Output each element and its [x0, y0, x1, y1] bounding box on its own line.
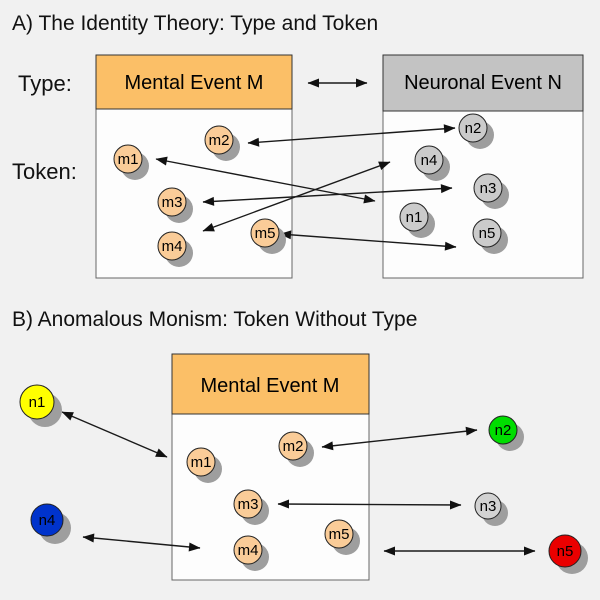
token-label: Token: — [12, 159, 77, 184]
arrow-m2-n2-b — [321, 426, 478, 451]
arrow-m4-n4 — [202, 161, 391, 232]
token-b-m4-circle — [233, 535, 263, 565]
mental-box-a-header — [95, 54, 293, 110]
arrow-n1-m1 — [61, 411, 168, 458]
arrow-n4-m4 — [82, 533, 201, 552]
token-a-n3: n3 — [473, 173, 509, 209]
type-label: Type: — [18, 71, 72, 96]
token-a-m4-label: m4 — [162, 238, 183, 255]
token-b-n4-label: n4 — [39, 512, 56, 529]
section-b-title: B) Anomalous Monism: Token Without Type — [12, 308, 417, 331]
token-b-m2-label: m2 — [283, 438, 304, 455]
token-a-n5: n5 — [472, 218, 508, 254]
token-b-n2: n2 — [488, 415, 524, 451]
token-b-m3: m3 — [233, 489, 269, 525]
token-b-m1: m1 — [186, 447, 222, 483]
mental-box-b-header — [171, 353, 370, 415]
token-b-m4-label: m4 — [238, 542, 259, 559]
token-b-n2-label: n2 — [495, 422, 512, 439]
section-a: A) The Identity Theory: Type and Token T… — [12, 12, 584, 279]
token-b-n4-circle — [30, 503, 64, 537]
token-b-n3: n3 — [474, 492, 508, 526]
mental-box-a-title: Mental Event M — [125, 72, 264, 94]
token-b-m2-circle — [278, 431, 308, 461]
section-b: B) Anomalous Monism: Token Without Type … — [12, 308, 588, 581]
token-b-n3-label: n3 — [480, 498, 497, 515]
token-b-m1-label: m1 — [191, 454, 212, 471]
token-a-m5-label: m5 — [255, 225, 276, 242]
token-a-n5-label: n5 — [479, 225, 496, 242]
token-a-n4-label: n4 — [421, 152, 438, 169]
neuronal-box-a-header — [382, 54, 584, 112]
token-b-m3-label: m3 — [238, 496, 259, 513]
token-a-m2: m2 — [204, 125, 240, 161]
token-b-m4: m4 — [233, 535, 269, 571]
token-a-n2-label: n2 — [465, 120, 482, 137]
token-b-m5-label: m5 — [329, 526, 350, 543]
token-a-m1: m1 — [113, 144, 149, 180]
token-a-m1-label: m1 — [118, 151, 139, 168]
section-a-title: A) The Identity Theory: Type and Token — [12, 12, 378, 35]
token-a-n2-circle — [458, 113, 488, 143]
token-b-m5-circle — [324, 519, 354, 549]
token-a-m3: m3 — [157, 187, 193, 223]
token-a-m3-label: m3 — [162, 194, 183, 211]
token-b-n4: n4 — [30, 503, 71, 544]
token-a-n2: n2 — [458, 113, 494, 149]
token-b-n3-circle — [474, 492, 502, 520]
token-a-m5: m5 — [250, 218, 286, 254]
token-a-m4-circle — [157, 231, 187, 261]
token-a-n3-circle — [473, 173, 503, 203]
neuronal-box-a-title: Neuronal Event N — [404, 72, 562, 94]
token-a-n1-circle — [399, 202, 429, 232]
mental-box-b-title: Mental Event M — [201, 375, 340, 397]
token-b-m2: m2 — [278, 431, 314, 467]
token-a-n1: n1 — [399, 202, 435, 238]
token-a-n4: n4 — [414, 145, 450, 181]
token-b-n5: n5 — [548, 534, 588, 574]
token-b-n1: n1 — [19, 384, 62, 427]
token-a-m2-circle — [204, 125, 234, 155]
token-a-m5-circle — [250, 218, 280, 248]
token-b-n1-circle — [19, 384, 55, 420]
arrow-m5-n5 — [279, 230, 457, 251]
token-b-n1-label: n1 — [29, 394, 46, 411]
token-b-n2-circle — [488, 415, 518, 445]
arrow-m3-n3-b — [277, 499, 462, 510]
token-b-m3-circle — [233, 489, 263, 519]
token-a-n5-circle — [472, 218, 502, 248]
token-a-n3-label: n3 — [480, 180, 497, 197]
token-b-m1-circle — [186, 447, 216, 477]
token-a-m3-circle — [157, 187, 187, 217]
arrow-m2-n2 — [247, 124, 456, 147]
token-a-m4: m4 — [157, 231, 193, 267]
token-b-m5: m5 — [324, 519, 360, 555]
token-b-n5-circle — [548, 534, 582, 568]
token-b-n5-label: n5 — [557, 543, 574, 560]
token-a-n4-circle — [414, 145, 444, 175]
token-a-m2-label: m2 — [209, 132, 230, 149]
token-a-m1-circle — [113, 144, 143, 174]
token-a-n1-label: n1 — [406, 209, 423, 226]
